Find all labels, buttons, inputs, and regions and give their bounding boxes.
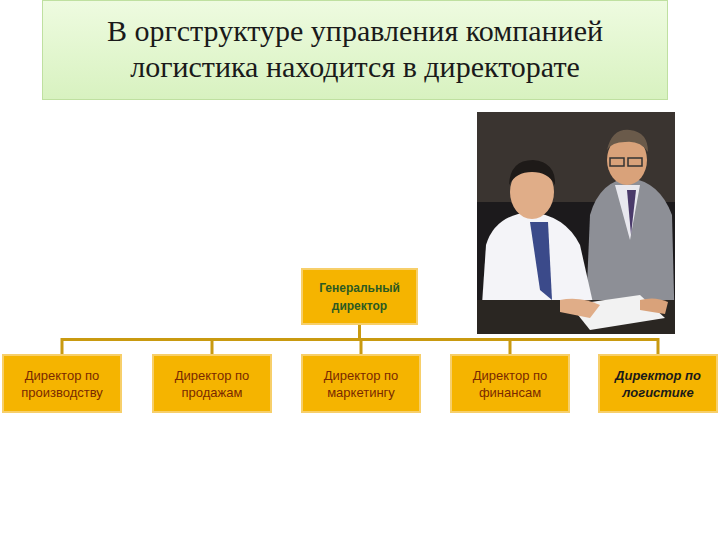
director-box: Директор по финансам xyxy=(450,354,570,413)
hand xyxy=(560,299,600,318)
sitting-man-tie xyxy=(530,222,552,300)
org-connector xyxy=(360,325,659,354)
ceo-box: Генеральный директор xyxy=(301,268,418,325)
glasses xyxy=(628,158,642,166)
org-connector xyxy=(62,325,360,354)
director-box: Директор по маркетингу xyxy=(301,354,421,413)
box-label: Директор по продажам xyxy=(159,367,265,401)
title-box: В оргструктуре управления компанией логи… xyxy=(42,0,668,100)
sitting-man-hair xyxy=(509,160,555,185)
box-label: Генеральный директор xyxy=(308,279,411,315)
hand xyxy=(640,298,668,314)
director-box: Директор по логистике xyxy=(598,354,718,413)
slide-title: В оргструктуре управления компанией логи… xyxy=(53,13,657,85)
director-box: Директор по производству xyxy=(2,354,122,413)
box-label: Директор по производству xyxy=(9,367,115,401)
box-label: Директор по маркетингу xyxy=(308,367,414,401)
org-connector xyxy=(212,325,360,354)
glasses xyxy=(610,158,624,166)
standing-man-hair xyxy=(607,130,648,152)
director-box: Директор по продажам xyxy=(152,354,272,413)
box-label: Директор по финансам xyxy=(457,367,563,401)
box-label: Директор по логистике xyxy=(605,367,711,401)
standing-man-tie xyxy=(627,190,636,235)
photo-background xyxy=(477,112,675,334)
standing-man-shirt xyxy=(615,185,640,240)
